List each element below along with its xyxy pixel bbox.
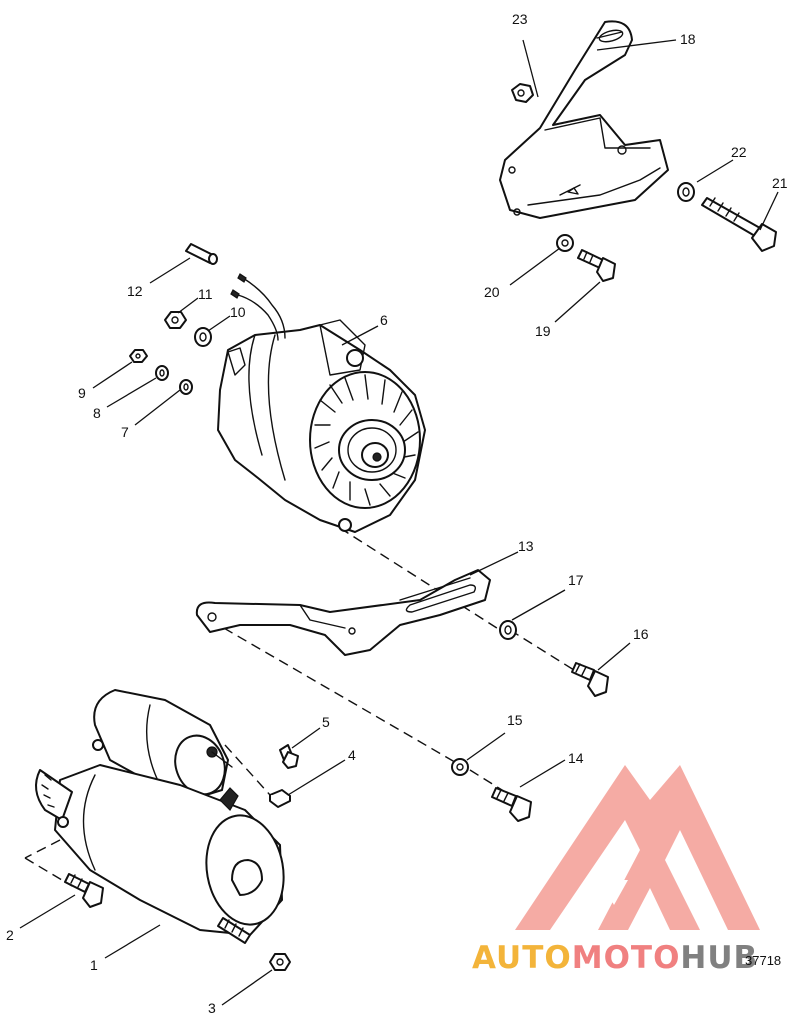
callout-14: 14 [568,750,584,766]
callout-11: 11 [198,286,213,302]
starter-motor [35,689,285,944]
callout-labels: 1 2 3 4 5 6 7 8 9 10 11 12 13 14 15 16 1… [6,11,788,1016]
callout-21: 21 [772,175,788,191]
callout-17: 17 [568,572,584,588]
callout-3: 3 [208,1000,216,1016]
adjusting-bracket [195,569,491,656]
callout-16: 16 [633,626,649,642]
callout-5: 5 [322,714,330,730]
bolt-5 [279,744,299,769]
nut-11 [164,311,187,329]
alternator [217,273,426,533]
mounting-bracket [499,20,669,219]
assembly-lines [24,527,591,887]
callout-13: 13 [518,538,534,554]
bolt-21 [701,197,777,252]
callout-7: 7 [121,424,129,440]
washer-20 [556,234,574,252]
washer-10 [194,327,212,347]
watermark-text: AUTOMOTOHUB [472,940,758,976]
nut-23 [511,83,534,103]
washer-7 [179,379,193,395]
washer-8 [155,365,169,381]
callout-19: 19 [535,323,551,339]
watermark-logo [515,765,760,930]
watermark-auto: AUTO [472,940,572,976]
nut-4 [269,789,291,808]
callout-9: 9 [78,385,86,401]
callout-23: 23 [512,11,528,27]
bolt-2 [64,873,104,908]
callout-18: 18 [680,31,696,47]
watermark-hub: HUB [680,940,758,976]
watermark-moto: MOTO [572,940,681,976]
callout-22: 22 [731,144,747,160]
callout-15: 15 [507,712,523,728]
callout-2: 2 [6,927,14,943]
bolt-19 [577,249,616,282]
callout-6: 6 [380,312,388,328]
callout-1: 1 [90,957,98,973]
nut-3 [269,953,291,971]
pin-12 [185,243,218,265]
nut-9 [129,349,148,363]
callout-10: 10 [230,304,246,320]
washer-15 [451,758,469,776]
callout-4: 4 [348,747,356,763]
callout-8: 8 [93,405,101,421]
callout-20: 20 [484,284,500,300]
bolt-14 [491,787,532,822]
washer-22 [677,182,695,202]
bolt-16 [571,662,609,697]
figure-number: 37718 [745,953,781,968]
washer-17 [499,620,517,640]
leader-lines [19,39,779,1006]
watermark-logo-mark [515,765,760,930]
callout-12: 12 [127,283,143,299]
